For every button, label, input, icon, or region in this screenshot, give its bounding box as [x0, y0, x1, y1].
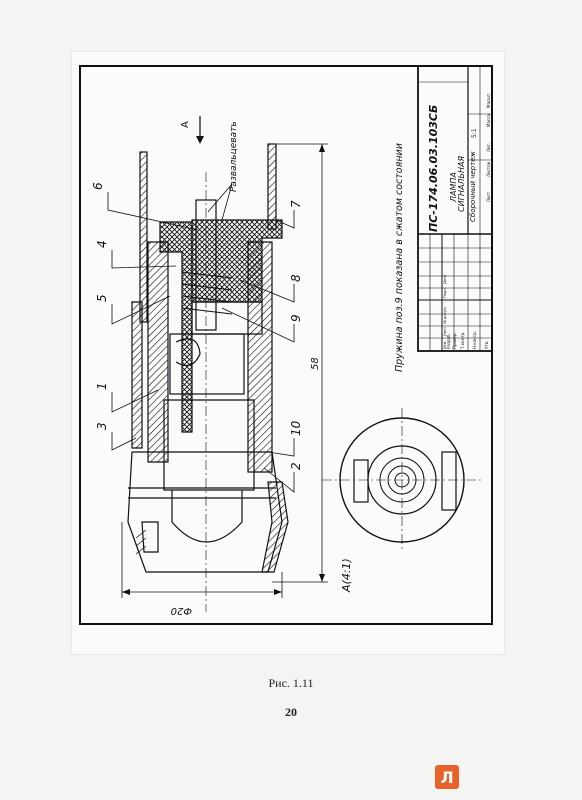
view-arrow-label: А [180, 121, 191, 128]
leader-7: 7 [289, 200, 303, 208]
title-block-name-line3: Сборочный чертеж [469, 151, 477, 222]
drawing-sheet: ПС-174.06.03.103СБ ЛАМПА СИГНАЛЬНАЯ Сбор… [72, 52, 504, 654]
title-block-row-utv: Утв. [484, 341, 489, 349]
leader-6: 6 [91, 182, 105, 190]
leader-8: 8 [289, 274, 303, 282]
leader-2: 2 [289, 462, 303, 470]
page-number: 20 [285, 705, 297, 719]
dim-diameter: Ф20 [171, 605, 192, 616]
title-block-col-data: Дата [443, 275, 447, 284]
dim-length: 58 [310, 357, 321, 370]
title-block-col-list: Лист [443, 327, 447, 336]
leaders [107, 192, 295, 493]
publisher-logo-icon: Л [435, 765, 459, 789]
leader-5: 5 [95, 294, 109, 302]
title-block-col-ndok: № докум. [443, 306, 447, 324]
rasvaltsevat-leader [207, 183, 233, 221]
leader-10: 10 [289, 420, 303, 436]
title-block-col-mass: Масса [486, 114, 491, 127]
title-block-col-izm: Изм. [443, 341, 447, 349]
leader-9: 9 [289, 314, 303, 322]
title-block-col-sheet: Лист [486, 191, 491, 202]
leader-4: 4 [95, 240, 109, 248]
title-block-row-nkontr: Н.контр. [472, 331, 477, 349]
title-block: ПС-174.06.03.103СБ ЛАМПА СИГНАЛЬНАЯ Сбор… [417, 65, 493, 352]
leader-1: 1 [95, 382, 109, 390]
spring-note: Пружина поз.9 показана в сжатом состояни… [394, 143, 405, 372]
view-arrow [196, 116, 204, 144]
dimensions [121, 143, 328, 598]
title-block-row-prov: Провер. [452, 332, 457, 349]
lamp-section-view [127, 143, 289, 612]
title-block-scale: 5:1 [471, 128, 478, 138]
view-a-label: А(4:1) [340, 558, 353, 593]
view-a-detail [322, 408, 482, 552]
title-block-row-tkontr: Т.контр. [460, 332, 465, 350]
label-rasvaltsevat: Развальцевать [229, 121, 239, 192]
title-block-col-sheets: Листов [486, 161, 491, 177]
leader-3: 3 [95, 422, 109, 430]
title-block-name-line1: ЛАМПА [449, 172, 458, 203]
title-block-col-lit: Лит. [486, 143, 491, 152]
title-block-col-scale: Масшт. [486, 93, 491, 108]
title-block-name-line2: СИГНАЛЬНАЯ [457, 155, 466, 212]
title-block-row-razrab: Разраб. [446, 333, 451, 349]
title-block-doc-code: ПС-174.06.03.103СБ [427, 105, 440, 232]
figure-caption: Рис. 1.11 [268, 676, 314, 690]
title-block-col-podp: Подп. [443, 287, 447, 298]
assembly-drawing: ПС-174.06.03.103СБ ЛАМПА СИГНАЛЬНАЯ Сбор… [79, 65, 493, 625]
